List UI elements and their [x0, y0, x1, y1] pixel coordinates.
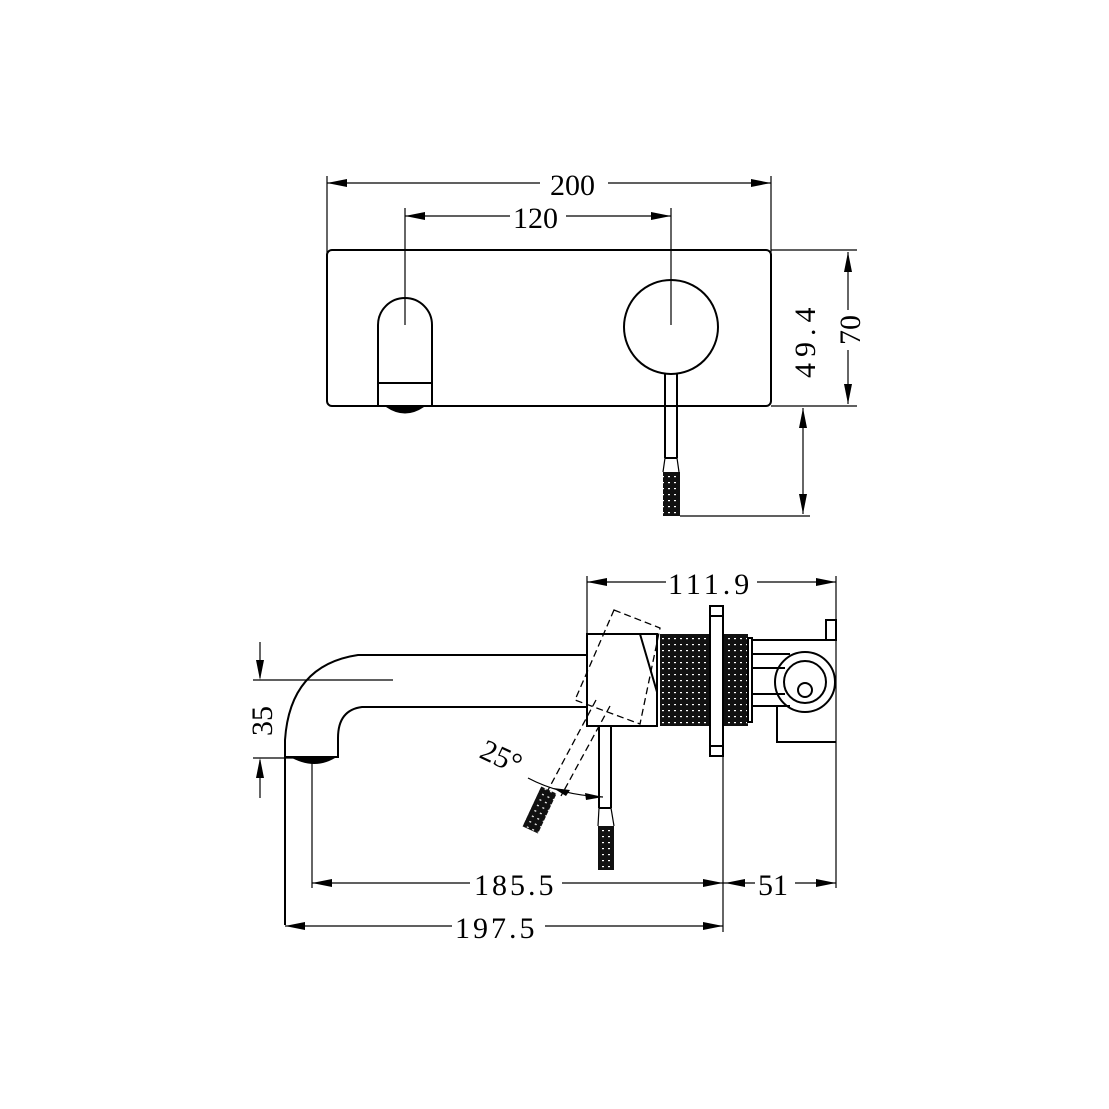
dim-70: 70 [834, 315, 867, 345]
lever-rotated [522, 786, 557, 834]
valve-body [752, 619, 837, 743]
dim-35: 35 [246, 706, 279, 736]
dim-185-5: 185.5 [474, 869, 557, 902]
dimension-outlet-to-wall: 185.5 [312, 869, 723, 902]
spout-side [284, 654, 587, 925]
handle-front [623, 279, 719, 516]
lever-side [597, 726, 615, 870]
dim-49-4: 49.4 [789, 302, 822, 379]
dimension-centres: 120 [405, 202, 671, 235]
dim-120: 120 [513, 202, 558, 235]
dim-51: 51 [758, 869, 788, 902]
dim-25-deg: 25° [475, 733, 527, 781]
dimension-spout-height: 35 [246, 642, 393, 798]
dimension-spout-tip-to-wall: 197.5 [285, 912, 723, 945]
side-view: 111.9 35 [246, 568, 837, 945]
knurled-handle [660, 634, 710, 726]
front-view: 200 120 [326, 169, 867, 517]
mixer-body [586, 633, 658, 727]
dimension-lever-drop: 49.4 [789, 302, 822, 514]
rotated-handle-outline [574, 609, 661, 725]
angle-indicator: 25° [475, 733, 604, 800]
dim-200: 200 [550, 169, 595, 202]
dimension-wall-to-rear: 51 [723, 869, 836, 902]
dimension-overall-width: 200 [327, 169, 771, 202]
dimension-body-depth: 111.9 [587, 568, 836, 601]
spout-front [377, 297, 433, 414]
wall-plate [326, 249, 772, 407]
dimension-plate-height: 70 [834, 252, 867, 404]
dim-111-9: 111.9 [668, 568, 753, 601]
wall-flange [709, 605, 724, 757]
dim-197-5: 197.5 [455, 912, 538, 945]
